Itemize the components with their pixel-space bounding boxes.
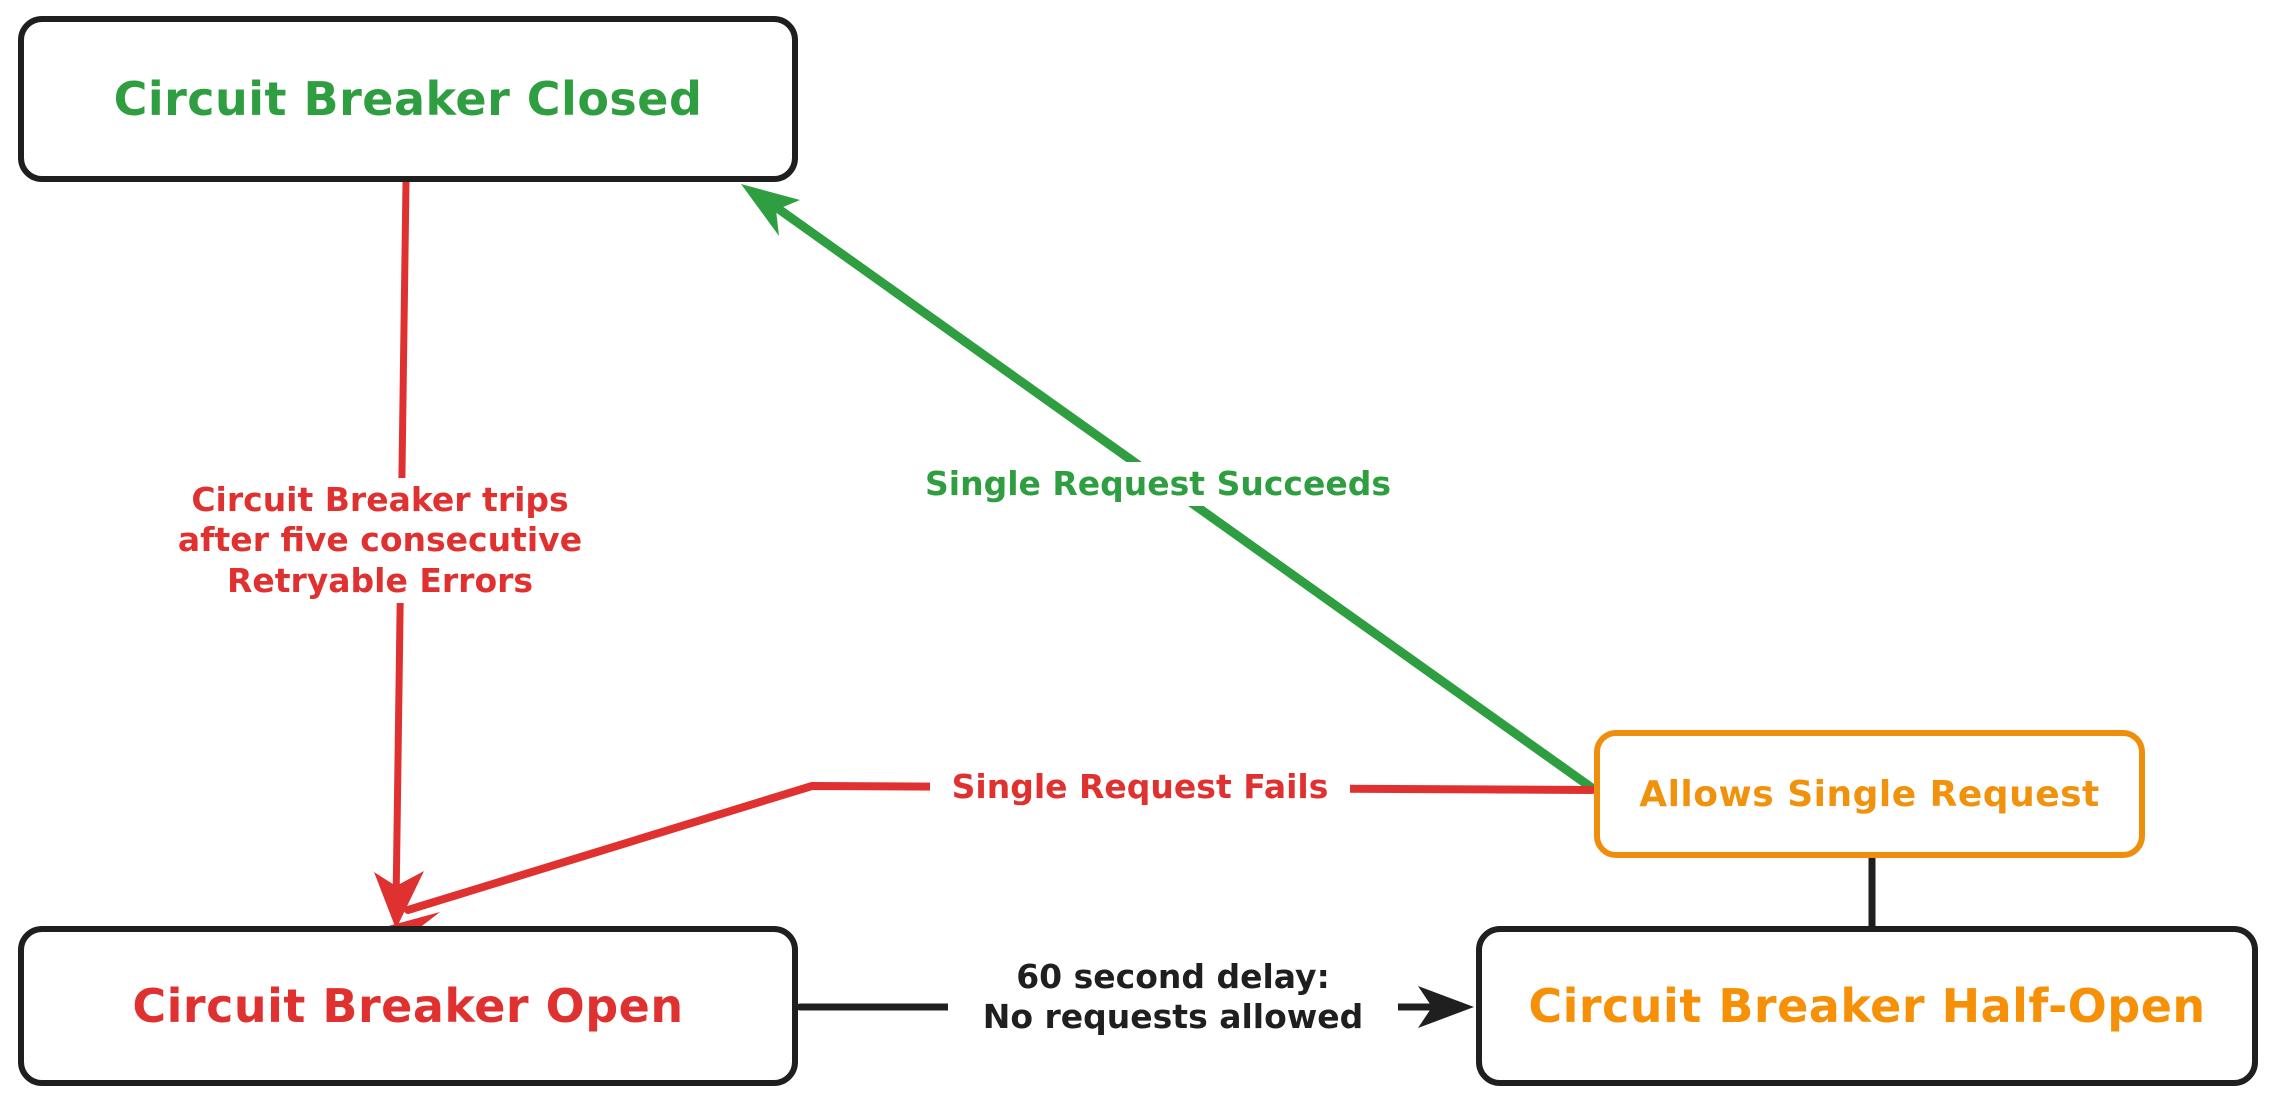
- node-circuit-breaker-half-open[interactable]: Circuit Breaker Half-Open: [1476, 926, 2258, 1086]
- node-allows-single-request-label: Allows Single Request: [1639, 773, 2100, 815]
- edge-label-single-request-fails: Single Request Fails: [930, 765, 1350, 810]
- edge-closed-to-open-arrowhead: [374, 871, 424, 929]
- edge-open-to-halfopen-arrowhead: [1418, 986, 1474, 1028]
- edge-allows-to-open: [381, 782, 1596, 946]
- node-circuit-breaker-closed[interactable]: Circuit Breaker Closed: [18, 16, 798, 182]
- edge-label-circuit-breaker-trips: Circuit Breaker trips after five consecu…: [170, 478, 590, 603]
- node-circuit-breaker-open[interactable]: Circuit Breaker Open: [18, 926, 798, 1086]
- node-circuit-breaker-open-label: Circuit Breaker Open: [132, 979, 684, 1033]
- edge-label-single-request-succeeds: Single Request Succeeds: [908, 462, 1408, 507]
- node-circuit-breaker-closed-label: Circuit Breaker Closed: [113, 72, 703, 126]
- edge-allows-to-closed-arrowhead: [741, 184, 800, 236]
- node-circuit-breaker-half-open-label: Circuit Breaker Half-Open: [1528, 979, 2206, 1033]
- edge-label-60-second-delay: 60 second delay: No requests allowed: [948, 955, 1398, 1040]
- node-allows-single-request[interactable]: Allows Single Request: [1594, 730, 2145, 858]
